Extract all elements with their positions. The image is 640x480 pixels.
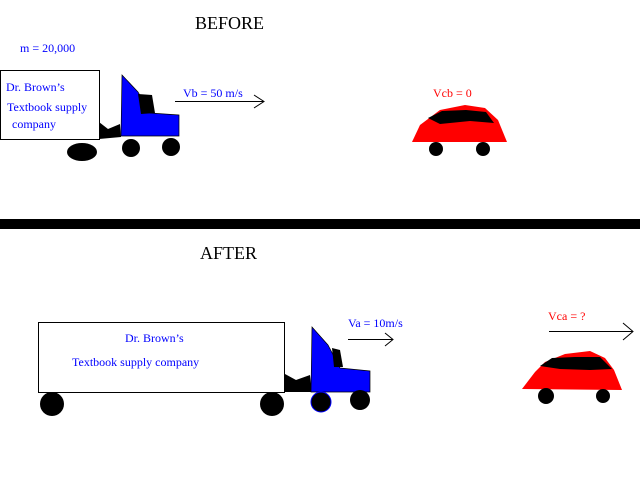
car-velocity-after: Vca = ? (548, 309, 585, 323)
arrow-icon (549, 322, 634, 341)
trailer-text-line2: Textbook supply company (72, 355, 199, 369)
wheel (122, 139, 140, 157)
truck-after: Dr. Brown’s Textbook supply company (38, 322, 371, 416)
cab-window-after (332, 348, 343, 367)
car-window (540, 357, 612, 370)
trailer-text-line1: Dr. Brown’s (6, 80, 65, 94)
wheel (67, 143, 97, 161)
trailer-text-line3: company (9, 117, 56, 131)
wheel (476, 142, 490, 156)
mass-label: m = 20,000 (20, 41, 75, 55)
car-body (522, 351, 622, 390)
arrow-icon (348, 332, 394, 347)
wheel (429, 142, 443, 156)
trailer-before (0, 70, 100, 140)
wheel (538, 388, 554, 404)
after-title: AFTER (200, 243, 257, 263)
wheel (40, 392, 64, 416)
trailer-text-line2: Textbook supply (7, 100, 87, 114)
trailer-text-line1: Dr. Brown’s (125, 331, 184, 345)
truck-before: Dr. Brown’s Textbook supply company (0, 70, 180, 161)
wheel (596, 389, 610, 403)
hitch-after (285, 374, 312, 392)
car-window (428, 110, 494, 124)
truck-velocity-before: Vb = 50 m/s (183, 86, 243, 100)
before-title: BEFORE (195, 13, 264, 33)
arrow-icon (175, 94, 265, 109)
hitch-before (99, 122, 121, 139)
wheel (310, 391, 332, 413)
car-velocity-before: Vcb = 0 (433, 86, 472, 100)
wheel (260, 392, 284, 416)
wheel (350, 390, 370, 410)
wheel (162, 138, 180, 156)
car-after (522, 351, 622, 404)
car-before (412, 105, 507, 156)
truck-velocity-after: Va = 10m/s (348, 316, 403, 330)
divider (0, 219, 640, 229)
trailer-after (38, 322, 285, 393)
cab-before (120, 74, 180, 137)
cab-window-before (138, 94, 155, 114)
cab-after (310, 326, 371, 393)
